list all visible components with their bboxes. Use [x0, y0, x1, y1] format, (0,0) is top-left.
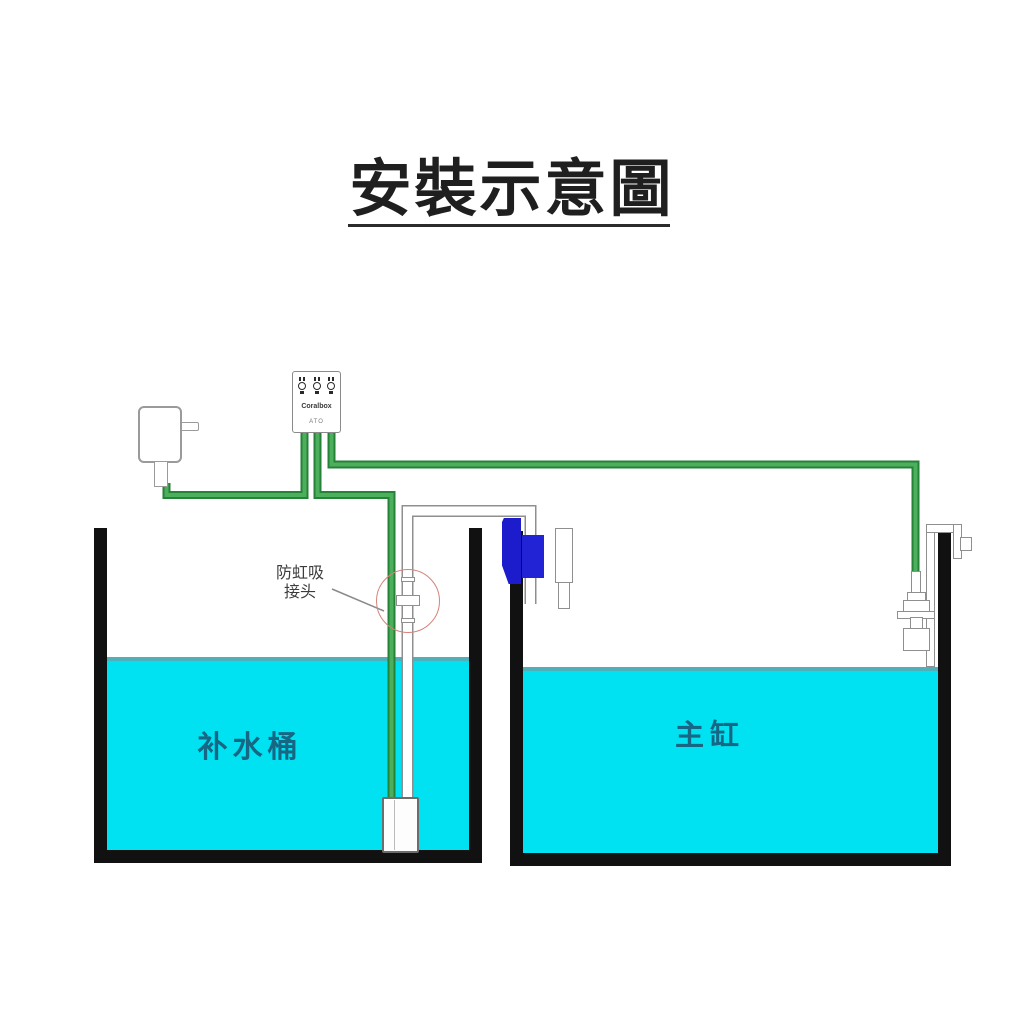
sensor-bracket-thumbscrew	[960, 537, 972, 551]
wire-adapter	[164, 433, 307, 497]
outlet-holder-bracket-foot	[558, 582, 570, 609]
outlet-holder-inner	[522, 535, 544, 578]
right-tank-label: 主缸	[674, 720, 745, 752]
page-title: 安裝示意圖	[349, 155, 675, 224]
right-tank-bottom	[510, 853, 951, 866]
left-tank-label: 补水桶	[197, 731, 303, 764]
right-tank-wall-right	[938, 531, 951, 866]
refill-pump	[382, 797, 419, 853]
anti-siphon-label-line2: 接头	[283, 584, 316, 601]
anti-siphon-label: 防虹吸 接头	[268, 564, 332, 602]
adapter-prong	[181, 422, 199, 431]
controller-brand: Coralbox	[301, 403, 332, 410]
left-tank-bottom	[94, 850, 482, 863]
power-adapter	[138, 406, 182, 463]
left-tank-water-surface	[107, 657, 469, 661]
adapter-stem	[154, 461, 168, 487]
left-tank-wall-left	[94, 528, 107, 863]
power-jack-icon	[326, 377, 336, 394]
wire-sensor	[329, 433, 918, 573]
annotation-circle	[376, 569, 440, 633]
power-jack-icon	[297, 377, 307, 394]
outlet-holder-outer	[502, 518, 521, 584]
right-tank-water	[523, 669, 938, 853]
right-tank-water-surface	[523, 667, 938, 671]
anti-siphon-label-line1: 防虹吸	[275, 565, 324, 582]
controller-ports	[293, 377, 340, 394]
controller-model: ATO	[309, 419, 324, 425]
title-underline	[348, 224, 670, 227]
float-sensor-float	[903, 628, 930, 651]
wire-sensor-edge	[327, 433, 920, 573]
power-jack-icon	[312, 377, 322, 394]
wire-adapter-edge	[162, 433, 309, 499]
pump-seam	[394, 800, 395, 850]
ato-controller: Coralbox ATO	[292, 371, 341, 433]
left-tank-wall-right	[469, 528, 482, 863]
outlet-holder-bracket	[555, 528, 573, 583]
